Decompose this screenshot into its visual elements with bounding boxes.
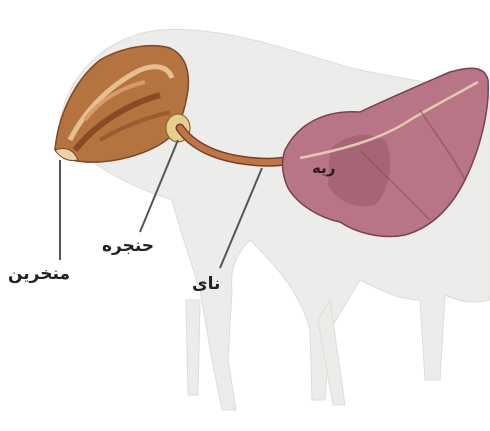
lung-label: ریه [312, 161, 335, 176]
larynx-label: حنجره [102, 238, 154, 255]
nostril-label: منخرین [8, 266, 70, 283]
trachea-label: نای [192, 276, 220, 293]
